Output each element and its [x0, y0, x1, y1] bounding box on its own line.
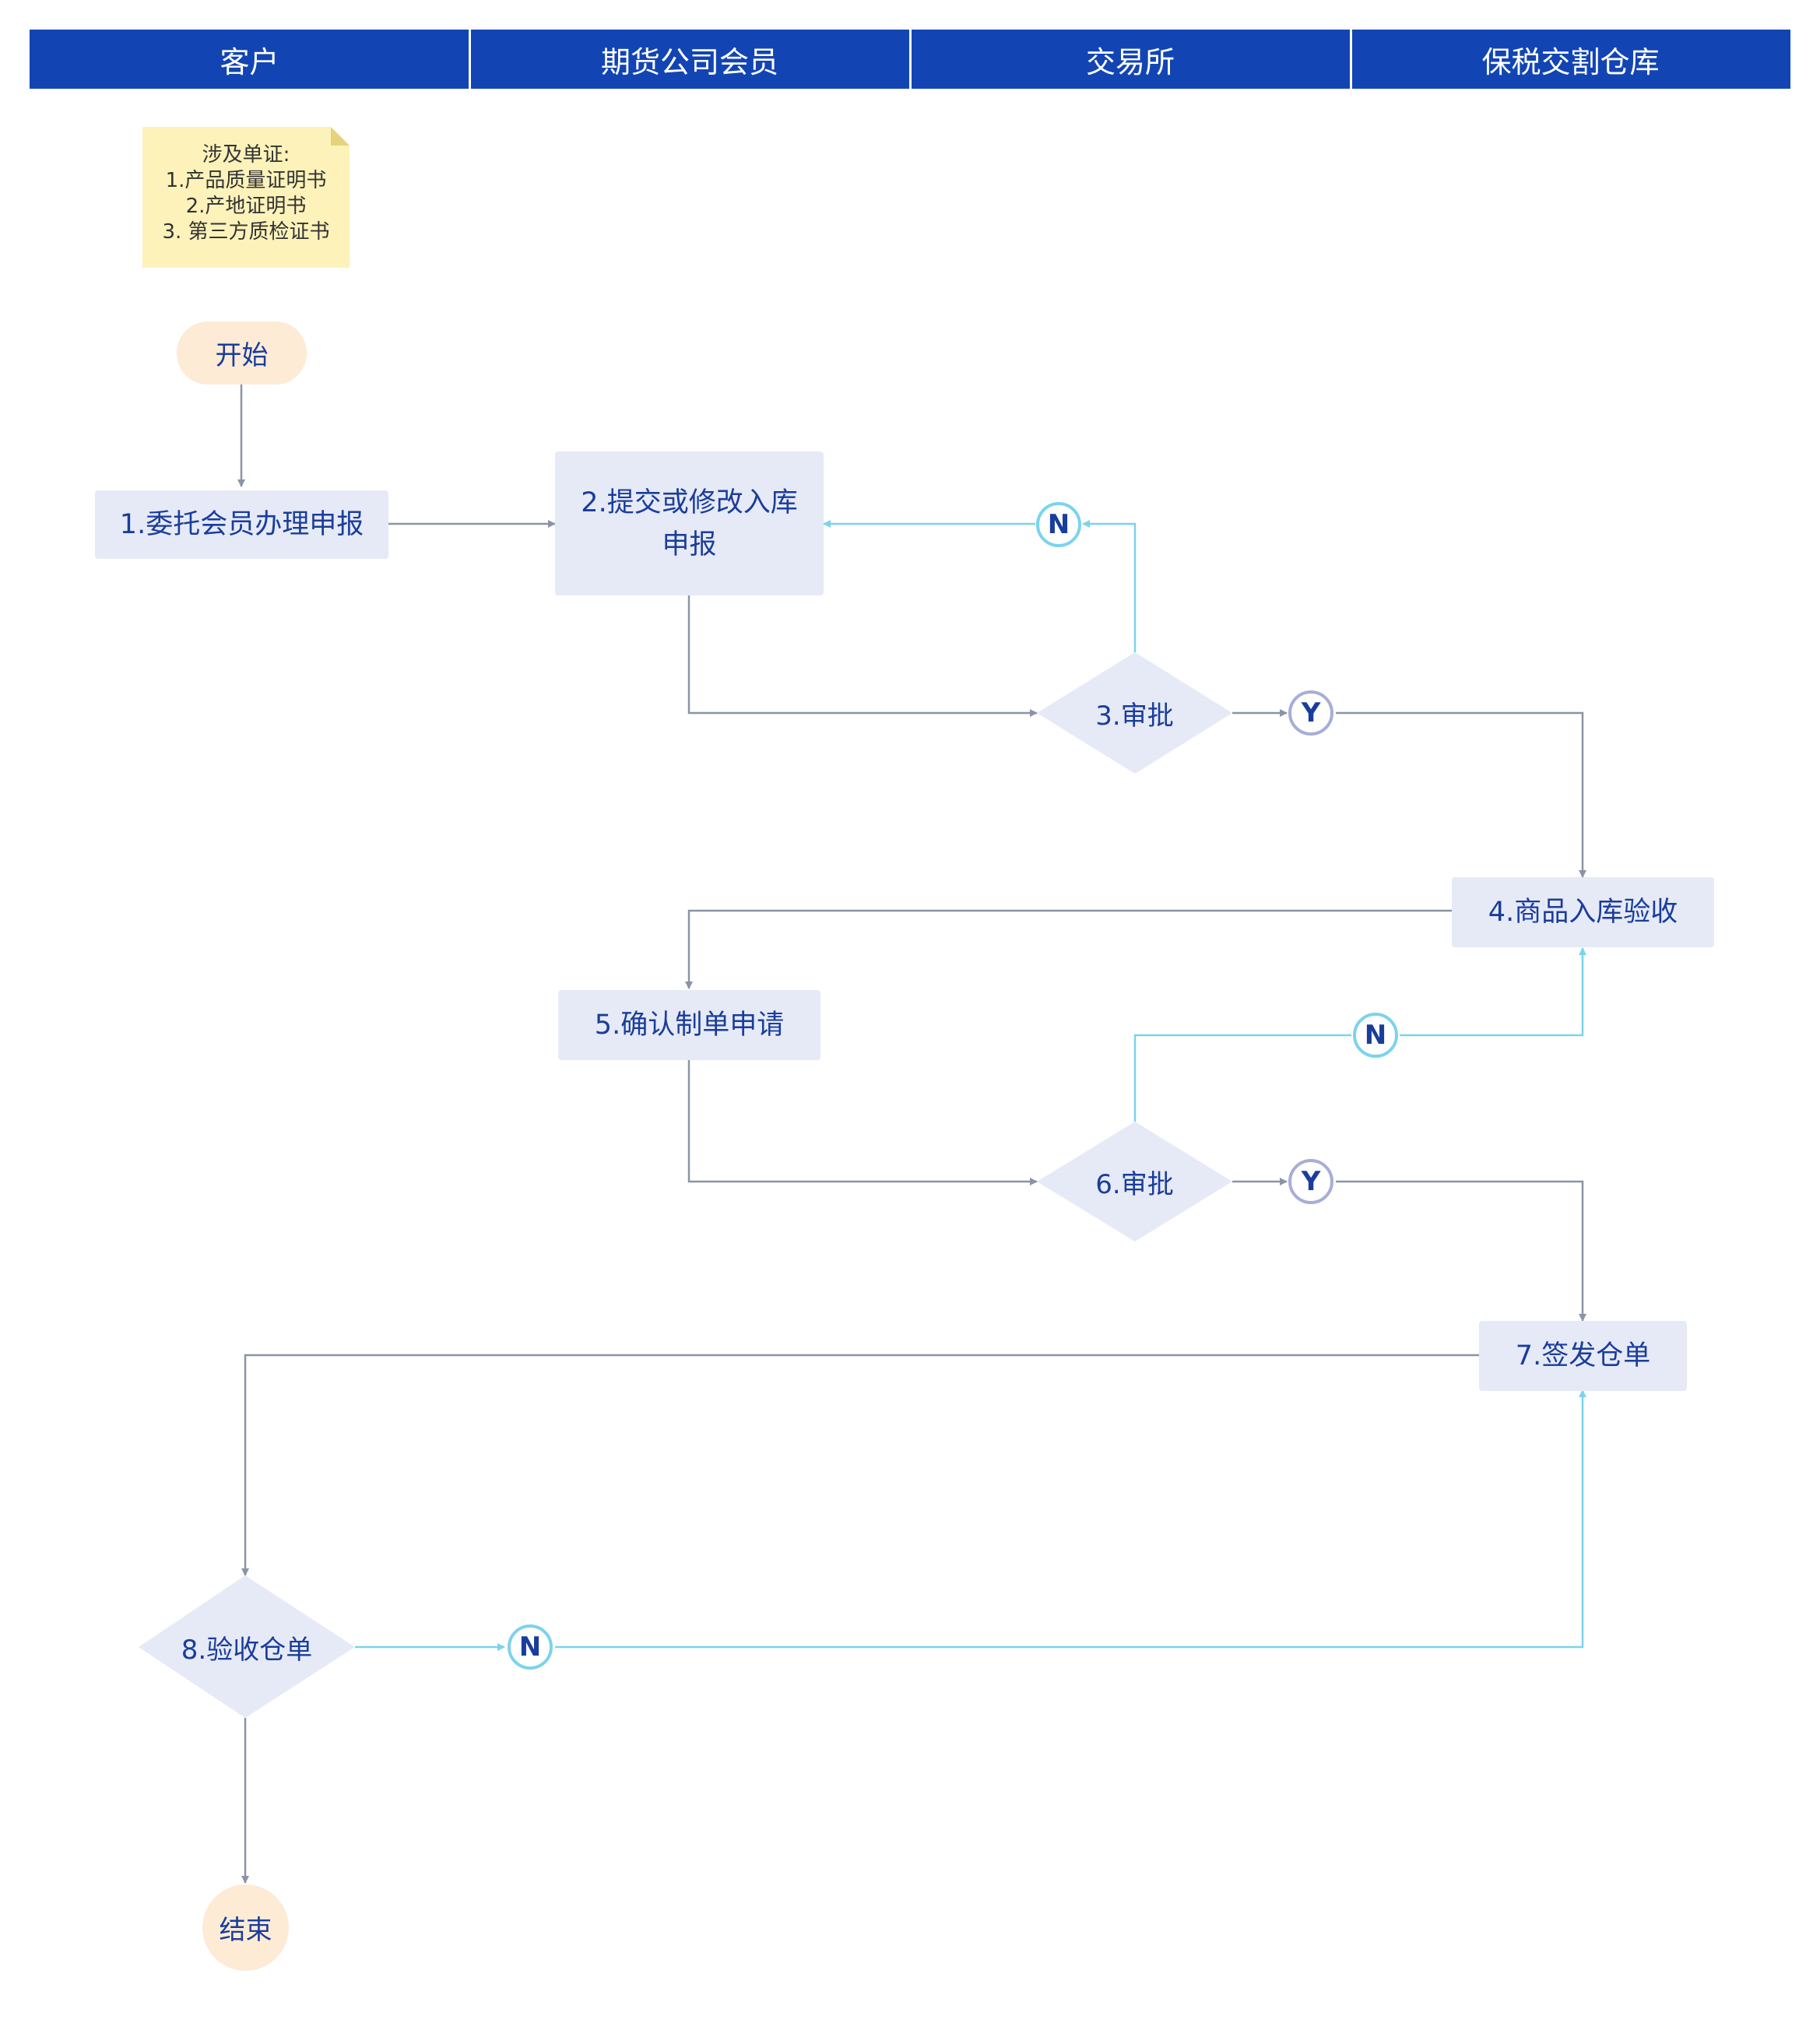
branch-no-marker: N	[1353, 1013, 1398, 1058]
connector-y1-to-step4	[1336, 711, 1586, 878]
decision-label-step6: 6.审批	[1095, 1168, 1174, 1200]
process-step7: 7.签发仓单	[1479, 1321, 1687, 1391]
branch-no-marker: N	[1036, 502, 1081, 547]
note-line: 1.产品质量证明书	[165, 169, 327, 192]
connector-n2-to-step4	[1400, 947, 1586, 1037]
decision-label-step8: 8.验收仓单	[181, 1634, 313, 1666]
process-step5: 5.确认制单申请	[558, 990, 820, 1060]
start-node: 开始	[177, 321, 307, 385]
lane-title: 客户	[220, 44, 279, 79]
connector-step4-to-step5	[685, 909, 1452, 989]
decision-diamond-step8	[139, 1575, 355, 1718]
end-label: 结束	[219, 1915, 272, 1946]
process-label: 1.委托会员办理申报	[119, 509, 364, 540]
process-step2: 2.提交或修改入库 申报	[555, 451, 824, 595]
connector-step7-to-step8	[241, 1354, 1479, 1576]
end-node: 结束	[202, 1884, 289, 1971]
lane-divider	[909, 30, 912, 89]
lane-divider	[1350, 30, 1352, 89]
connector-step3-reject	[1082, 520, 1137, 652]
lane-title: 期货公司会员	[600, 44, 778, 79]
note-fold-corner	[331, 127, 350, 146]
note-line: 2.产地证明书	[185, 195, 307, 218]
note-line: 涉及单证:	[202, 143, 290, 167]
connector-n3-to-step7	[555, 1389, 1586, 1649]
branch-no-marker: N	[508, 1624, 553, 1670]
documents-note: 涉及单证: 1.产品质量证明书 2.产地证明书 3. 第三方质检证书	[142, 127, 350, 268]
branch-yes-marker: Y	[1288, 1159, 1333, 1204]
lane-title: 保税交割仓库	[1481, 44, 1660, 79]
lane-header-customer: 客户	[30, 30, 469, 89]
process-label: 申报	[662, 529, 717, 560]
lane-header-bonded-warehouse: 保税交割仓库	[1351, 30, 1790, 89]
lane-header-futures-member: 期货公司会员	[469, 30, 910, 89]
decision-diamond-step6	[1037, 1122, 1232, 1242]
connector-step5-to-step6	[687, 1060, 1038, 1185]
start-label: 开始	[215, 340, 269, 371]
connector-step6-reject	[1133, 1034, 1351, 1122]
branch-yes-marker: Y	[1288, 690, 1333, 736]
decision-label-step3: 3.审批	[1095, 700, 1174, 732]
process-step4: 4.商品入库验收	[1452, 877, 1714, 947]
note-line: 3. 第三方质检证书	[162, 220, 330, 244]
connector-step2-to-step3	[687, 595, 1038, 717]
lane-header-exchange: 交易所	[910, 30, 1351, 89]
process-label: 2.提交或修改入库	[581, 486, 798, 518]
lane-divider	[469, 30, 471, 89]
process-step1: 1.委托会员办理申报	[95, 490, 388, 559]
lane-title: 交易所	[1085, 44, 1175, 79]
connector-y2-to-step7	[1336, 1180, 1586, 1322]
process-label: 5.确认制单申请	[594, 1010, 785, 1041]
decision-diamond-step3	[1037, 652, 1232, 774]
process-label: 7.签发仓单	[1515, 1340, 1651, 1371]
process-label: 4.商品入库验收	[1488, 897, 1678, 928]
